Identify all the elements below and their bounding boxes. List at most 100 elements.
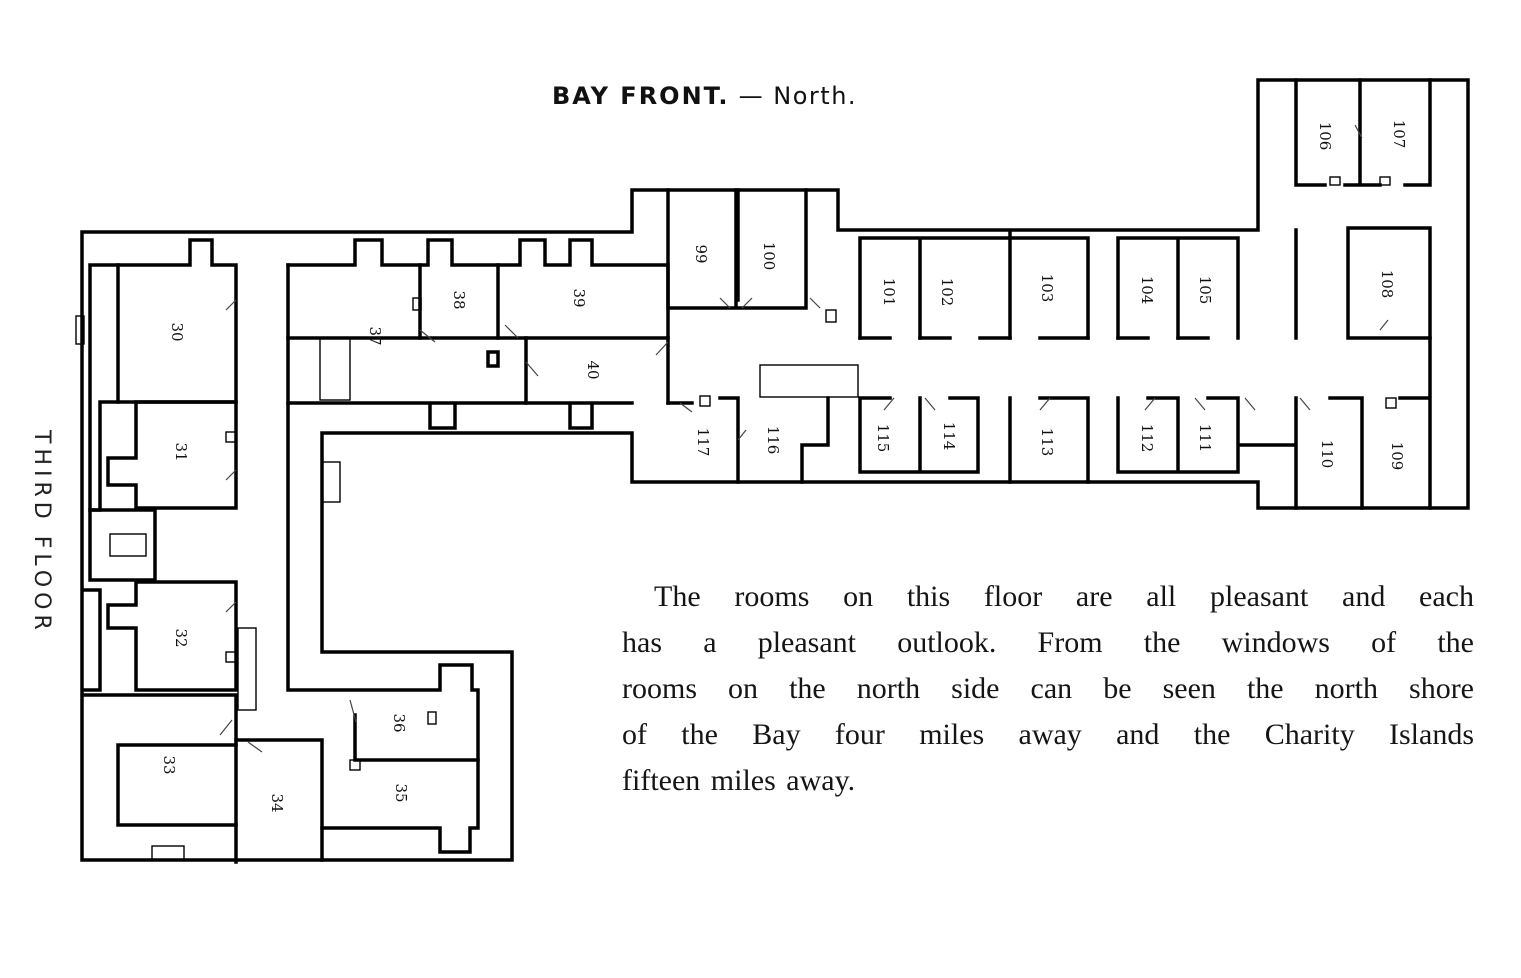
room-label-110: 110 xyxy=(1318,440,1336,469)
door xyxy=(1144,397,1156,411)
room-label-99: 99 xyxy=(692,244,710,263)
chimney-38 xyxy=(486,350,500,368)
chimney xyxy=(699,395,711,407)
room-label-39: 39 xyxy=(570,288,588,307)
room-label-109: 109 xyxy=(1388,442,1406,471)
door xyxy=(504,324,519,339)
room-label-36: 36 xyxy=(390,713,408,732)
plan-title: BAY FRONT. — North. xyxy=(552,82,857,110)
room-label-35: 35 xyxy=(392,783,410,802)
door xyxy=(1354,124,1363,139)
room-label-34: 34 xyxy=(268,793,286,812)
door xyxy=(809,297,821,309)
door xyxy=(247,741,263,753)
room-label-115: 115 xyxy=(874,424,892,453)
room-label-38: 38 xyxy=(450,290,468,309)
room-label-33: 33 xyxy=(160,755,178,774)
room-30-wall xyxy=(116,238,238,404)
chimney xyxy=(825,309,837,323)
door xyxy=(1244,397,1256,411)
window xyxy=(151,845,185,861)
door xyxy=(924,397,936,411)
room-label-103: 103 xyxy=(1038,274,1056,303)
door xyxy=(719,297,731,309)
door xyxy=(525,361,539,377)
room-label-30: 30 xyxy=(168,322,186,341)
door xyxy=(883,397,895,411)
door xyxy=(419,329,436,343)
room-label-31: 31 xyxy=(172,442,190,461)
title-dash: — xyxy=(738,82,765,110)
room-label-113: 113 xyxy=(1038,428,1056,457)
doors xyxy=(219,124,1389,753)
chimney xyxy=(225,651,237,663)
description-paragraph: The rooms on this floor are all pleasant… xyxy=(622,574,1474,804)
room-label-105: 105 xyxy=(1196,276,1214,305)
chimney xyxy=(349,759,361,771)
door xyxy=(349,699,357,723)
corridor-north-wall xyxy=(858,230,1240,340)
door xyxy=(741,297,753,309)
window xyxy=(75,315,85,345)
description-line: fifteen miles away. xyxy=(622,764,856,797)
room-106-107-wall xyxy=(1294,78,1432,187)
room-37-wall xyxy=(286,238,634,430)
west-inner-wall xyxy=(88,508,157,582)
stair-west xyxy=(109,533,147,557)
room-label-107: 107 xyxy=(1390,120,1408,149)
chimney xyxy=(412,297,422,311)
room-99-100-wall xyxy=(666,188,808,310)
window xyxy=(321,461,341,503)
title-main: BAY FRONT. xyxy=(552,82,730,110)
room-label-106: 106 xyxy=(1316,122,1334,151)
door xyxy=(737,429,747,441)
room-labels: 30 31 32 33 34 35 36 37 38 39 40 99 100 … xyxy=(160,120,1408,813)
door xyxy=(1194,397,1206,411)
stair-west-2 xyxy=(237,627,257,711)
room-33-inner xyxy=(116,743,238,827)
chimney xyxy=(427,711,437,725)
stair-37 xyxy=(319,337,351,401)
description-line: of the Bay four miles away and the Chari… xyxy=(622,718,1474,751)
room-label-108: 108 xyxy=(1378,270,1396,299)
door xyxy=(1039,397,1051,411)
inner-wall xyxy=(88,263,120,512)
description-line: rooms on the north side can be seen the … xyxy=(622,672,1474,705)
door xyxy=(679,402,693,413)
door xyxy=(655,341,669,356)
room-label-116: 116 xyxy=(764,426,782,455)
room-label-32: 32 xyxy=(172,628,190,647)
corridor-west xyxy=(286,263,480,854)
room-label-112: 112 xyxy=(1138,424,1156,453)
room-label-102: 102 xyxy=(938,278,956,307)
outer-wall xyxy=(80,78,1470,862)
room-label-40: 40 xyxy=(584,360,602,379)
chimney xyxy=(1379,176,1391,186)
room-35-36-wall xyxy=(353,713,480,762)
floor-label: THIRD FLOOR xyxy=(29,430,54,635)
room-31-wall xyxy=(106,400,238,510)
door xyxy=(225,299,237,311)
room-label-111: 111 xyxy=(1196,424,1214,453)
room-32-wall xyxy=(106,580,238,692)
chimney xyxy=(225,431,237,443)
door xyxy=(219,719,233,736)
room-38-wall xyxy=(418,238,500,340)
door xyxy=(225,601,237,613)
chimney xyxy=(1385,397,1397,409)
east-outer-inner xyxy=(1294,228,1432,397)
room-label-104: 104 xyxy=(1138,276,1156,305)
room-40-wall xyxy=(524,336,670,405)
chimney xyxy=(1329,176,1341,186)
door xyxy=(225,469,237,481)
door xyxy=(1379,319,1389,331)
stair-east xyxy=(759,364,859,398)
door xyxy=(1299,397,1311,411)
room-label-117: 117 xyxy=(694,428,712,457)
room-label-114: 114 xyxy=(940,422,958,451)
description-line: The rooms on this floor are all pleasant… xyxy=(654,580,1474,613)
room-label-101: 101 xyxy=(880,278,898,307)
description-line: has a pleasant outlook. From the windows… xyxy=(622,626,1474,659)
